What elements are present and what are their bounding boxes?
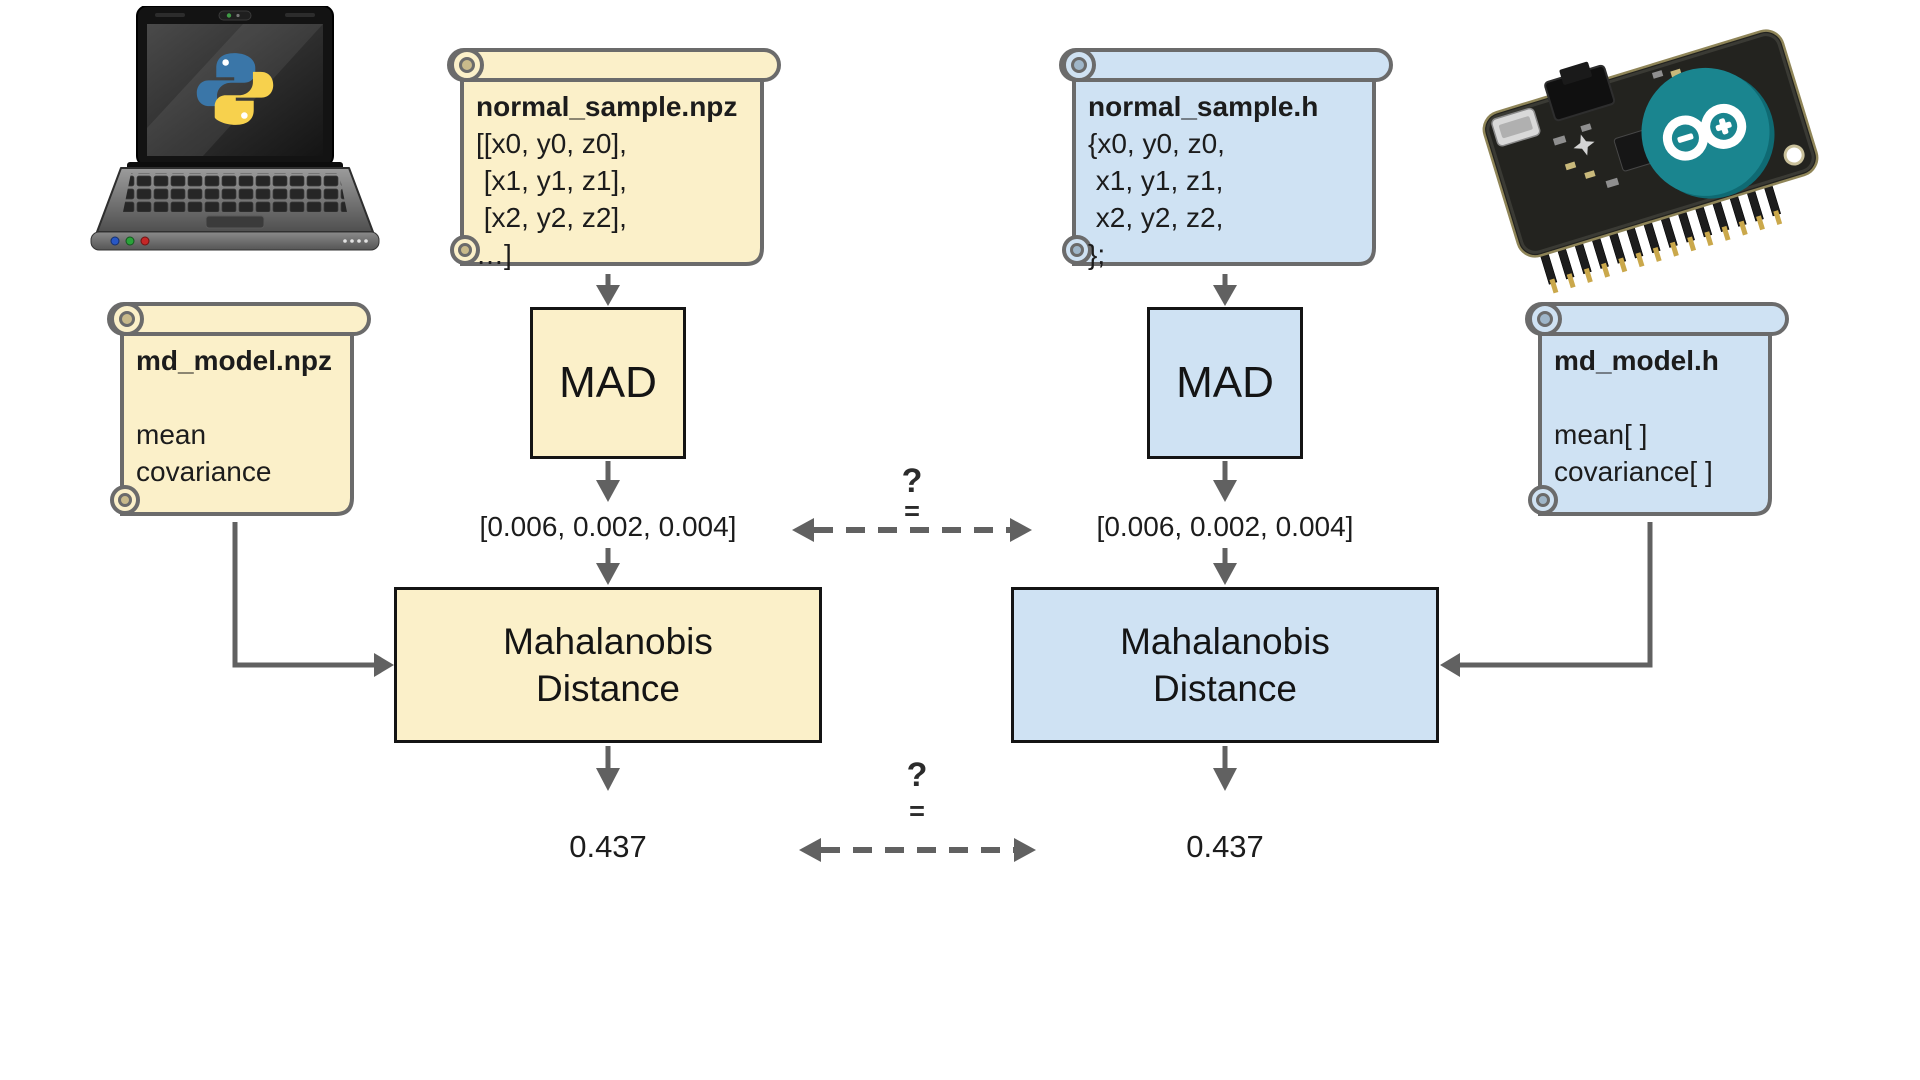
arrow-sample-to-mad-arduino (1213, 274, 1237, 306)
laptop-trackpad (205, 215, 265, 229)
question-mark-upper: ? (901, 462, 923, 500)
md-label-line: Mahalanobis (1120, 621, 1330, 662)
scroll-md-model-h: md_model.h mean[ ] covariance[ ] (1524, 298, 1790, 522)
scroll-title: md_model.npz (136, 345, 333, 376)
scroll-shape (447, 48, 781, 266)
equals-sign-lower: = (909, 796, 925, 826)
scroll-line: [x1, y1, z1], (476, 165, 627, 196)
scroll-line: [x2, y2, z2], (476, 202, 627, 233)
arduino-board-image (1470, 10, 1838, 300)
connector-model-to-md-python (232, 522, 394, 677)
question-mark-lower: ? (906, 756, 928, 794)
md-result-python: 0.437 (569, 829, 647, 864)
scroll-title: normal_sample.npz (476, 91, 738, 122)
arrow-md-to-result-python (596, 746, 620, 791)
scroll-shape (1525, 302, 1789, 516)
scroll-shape (1059, 48, 1393, 266)
md-label-line: Mahalanobis (503, 621, 713, 662)
arrow-output-to-md-python (596, 548, 620, 585)
mad-output-python: [0.006, 0.002, 0.004] (479, 511, 737, 542)
arrow-mad-to-output-python (596, 461, 620, 502)
mad-box-arduino: MAD (1147, 307, 1303, 459)
mad-label: MAD (559, 358, 657, 407)
scroll-line: }; (1088, 239, 1106, 270)
arrow-sample-to-mad-python (596, 274, 620, 306)
arrow-mad-to-output-arduino (1213, 461, 1237, 502)
scroll-line: covariance[ ] (1554, 456, 1713, 487)
mahalanobis-box-arduino: Mahalanobis Distance (1011, 587, 1439, 743)
mad-box-python: MAD (530, 307, 686, 459)
md-label-line: Distance (536, 668, 680, 709)
equals-sign-upper: = (904, 496, 920, 526)
scroll-normal-sample-npz: normal_sample.npz [[x0, y0, z0], [x1, y1… (446, 44, 782, 272)
scroll-line: {x0, y0, z0, (1088, 128, 1225, 159)
arrow-md-to-result-arduino (1213, 746, 1237, 791)
scroll-md-model-npz: md_model.npz mean covariance (106, 298, 372, 522)
scroll-line: covariance (136, 456, 272, 487)
scroll-line: x1, y1, z1, (1088, 165, 1224, 196)
python-laptop-image (85, 6, 385, 258)
mad-label: MAD (1176, 358, 1274, 407)
laptop-base (90, 162, 380, 251)
mad-output-arduino: [0.006, 0.002, 0.004] (1096, 511, 1354, 542)
scroll-line: mean (136, 419, 207, 450)
mahalanobis-box-python: Mahalanobis Distance (394, 587, 822, 743)
scroll-line: mean[ ] (1554, 419, 1648, 450)
arrow-output-to-md-arduino (1213, 548, 1237, 585)
scroll-line: …] (476, 239, 512, 270)
laptop-keyboard (123, 173, 347, 212)
md-result-arduino: 0.437 (1186, 829, 1264, 864)
scroll-line: [[x0, y0, z0], (476, 128, 627, 159)
scroll-normal-sample-h: normal_sample.h {x0, y0, z0, x1, y1, z1,… (1058, 44, 1394, 272)
md-label-line: Distance (1153, 668, 1297, 709)
scroll-line: x2, y2, z2, (1088, 202, 1224, 233)
scroll-title: normal_sample.h (1088, 91, 1319, 122)
connector-model-to-md-arduino (1440, 522, 1653, 677)
python-logo-icon (196, 53, 274, 125)
dashed-compare-arrow-results (799, 838, 1036, 862)
feather-board (1482, 29, 1819, 294)
laptop-screen (136, 6, 334, 167)
battery-connector (1544, 61, 1616, 122)
scroll-shape (107, 302, 371, 516)
arduino-logo-icon (1641, 67, 1775, 199)
scroll-title: md_model.h (1554, 345, 1719, 376)
